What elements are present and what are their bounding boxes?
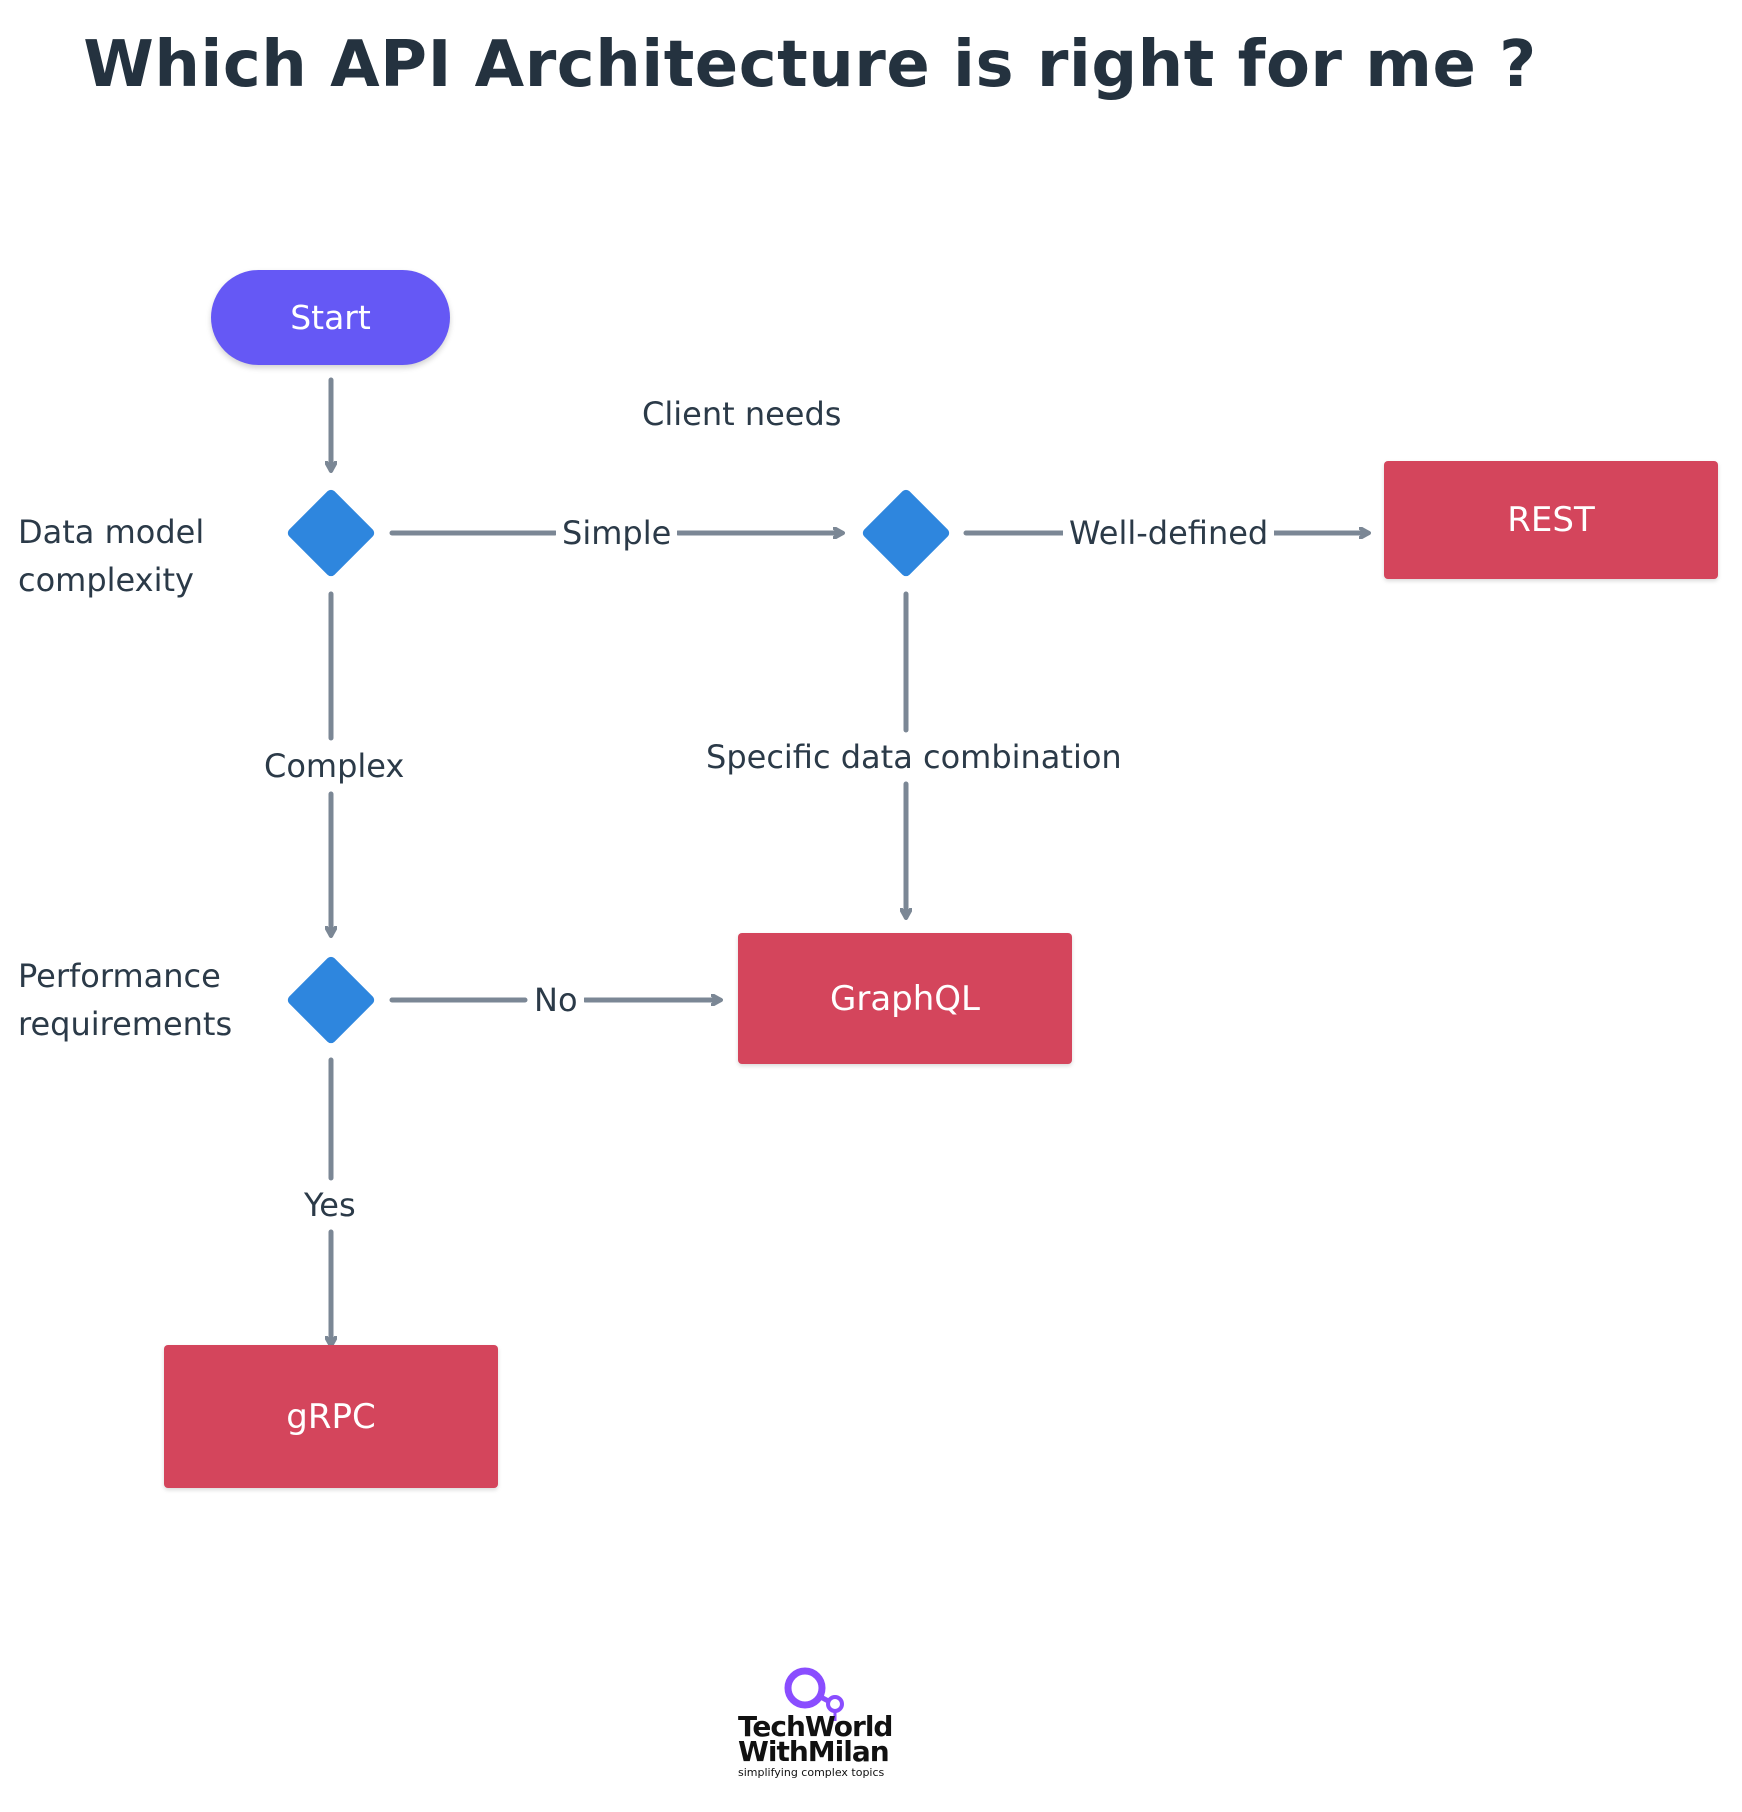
- logo-tagline: simplifying complex topics: [738, 1766, 885, 1779]
- data-model-complexity-label: Data model complexity: [18, 513, 205, 599]
- edge-label-well-defined: Well-defined: [1063, 509, 1275, 557]
- edge-label-no: No: [528, 976, 584, 1024]
- grpc-node: gRPC: [164, 1345, 498, 1488]
- edge-label-complex: Complex: [258, 742, 411, 790]
- edge-label-yes: Yes: [298, 1181, 362, 1229]
- performance-requirements-label: Performance requirements: [18, 957, 233, 1043]
- edge-label-simple: Simple: [556, 509, 678, 557]
- graphql-node: GraphQL: [738, 933, 1072, 1064]
- start-node: Start: [211, 270, 450, 365]
- logo-mark-icon: [784, 1667, 844, 1721]
- rest-node: REST: [1384, 461, 1718, 579]
- logo-line-1: TechWorld: [738, 1710, 893, 1743]
- page-title: Which API Architecture is right for me ?: [83, 28, 1537, 102]
- logo-line-2: WithMilan: [738, 1735, 890, 1768]
- edge-label-specific: Specific data combination: [700, 733, 1128, 781]
- client-needs-label: Client needs: [642, 395, 842, 433]
